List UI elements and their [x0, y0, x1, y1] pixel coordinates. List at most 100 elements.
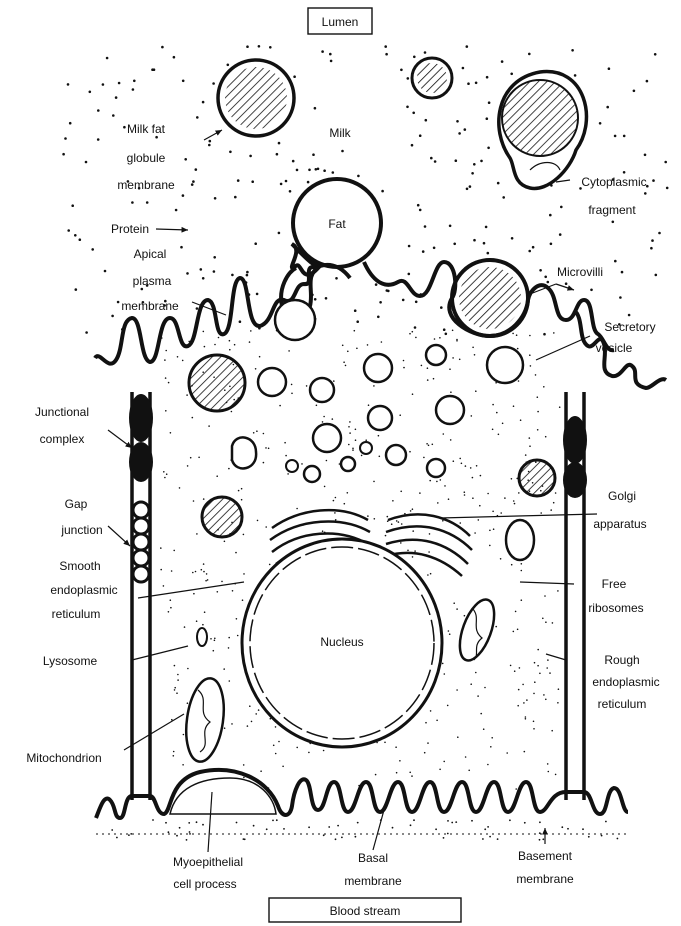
stipple-dot — [425, 722, 427, 724]
stipple-dot — [402, 299, 405, 302]
stipple-dot — [519, 667, 521, 669]
stipple-dot — [202, 277, 205, 280]
apical-plasma-membrane-label: Apical plasma membrane — [121, 247, 179, 313]
stipple-dot — [391, 523, 393, 525]
stipple-dot — [228, 647, 230, 649]
stipple-dot — [557, 702, 559, 704]
svg-text:Basal: Basal — [358, 851, 388, 865]
stipple-dot — [335, 497, 337, 499]
stipple-dot — [333, 380, 335, 382]
stipple-dot — [356, 348, 358, 350]
stipple-dot — [432, 444, 434, 446]
stipple-dot — [396, 520, 398, 522]
stipple-dot — [208, 425, 210, 427]
stipple-dot — [550, 243, 553, 246]
stipple-dot — [246, 274, 249, 277]
stipple-dot — [203, 563, 205, 565]
stipple-dot — [365, 439, 367, 441]
svg-text:endoplasmic: endoplasmic — [592, 675, 659, 689]
stipple-dot — [487, 493, 489, 495]
stipple-dot — [559, 233, 562, 236]
stipple-dot — [588, 836, 590, 838]
stipple-dot — [553, 332, 555, 334]
stipple-dot — [498, 434, 500, 436]
stipple-dot — [130, 833, 132, 835]
stipple-dot — [377, 316, 380, 319]
stipple-dot — [202, 624, 204, 626]
stipple-dot — [272, 820, 274, 822]
stipple-dot — [458, 132, 461, 135]
stipple-dot — [174, 687, 176, 689]
stipple-dot — [173, 56, 176, 59]
stipple-dot — [560, 206, 563, 209]
stipple-dot — [224, 541, 226, 543]
stipple-dot — [529, 354, 531, 356]
stipple-dot — [409, 772, 411, 774]
stipple-dot — [217, 591, 219, 593]
stipple-dot — [173, 751, 175, 753]
stipple-dot — [557, 590, 559, 592]
stipple-dot — [308, 826, 310, 828]
stipple-dot — [278, 741, 280, 743]
stipple-dot — [332, 171, 335, 174]
stipple-dot — [180, 246, 183, 249]
stipple-dot — [517, 629, 519, 631]
stipple-dot — [349, 421, 351, 423]
stipple-dot — [384, 45, 387, 48]
stipple-dot — [291, 393, 293, 395]
stipple-dot — [421, 365, 423, 367]
svg-text:membrane: membrane — [516, 872, 574, 886]
stipple-dot — [187, 668, 189, 670]
svg-text:Basement: Basement — [518, 849, 573, 863]
stipple-dot — [530, 365, 532, 367]
stipple-dot — [275, 753, 277, 755]
stipple-dot — [285, 180, 288, 183]
svg-text:globule: globule — [127, 151, 166, 165]
stipple-dot — [216, 475, 218, 477]
stipple-dot — [253, 432, 255, 434]
free-ribosomes-label: Free ribosomes — [588, 577, 643, 615]
lumen-label: Lumen — [322, 15, 359, 29]
stipple-dot — [448, 630, 450, 632]
stipple-dot — [182, 764, 184, 766]
stipple-dot — [477, 695, 479, 697]
stipple-dot — [544, 595, 546, 597]
stipple-dot — [526, 699, 528, 701]
stipple-dot — [347, 351, 349, 353]
stipple-dot — [525, 716, 527, 718]
stipple-dot — [590, 289, 593, 292]
stipple-dot — [492, 404, 494, 406]
stipple-dot — [186, 839, 188, 841]
microvilli-label: Microvilli — [557, 265, 603, 279]
stipple-dot — [429, 480, 431, 482]
stipple-dot — [623, 171, 626, 174]
stipple-dot — [409, 451, 411, 453]
svg-text:membrane: membrane — [117, 178, 175, 192]
stipple-dot — [175, 209, 178, 212]
stipple-dot — [308, 752, 310, 754]
stipple-dot — [447, 833, 449, 835]
stipple-dot — [343, 361, 345, 363]
stipple-dot — [574, 74, 577, 77]
stipple-dot — [444, 673, 446, 675]
stipple-dot — [263, 433, 265, 435]
stipple-dot — [182, 80, 185, 83]
stipple-dot — [221, 581, 223, 583]
svg-text:Milk fat: Milk fat — [127, 122, 166, 136]
stipple-dot — [447, 705, 449, 707]
stipple-dot — [419, 134, 422, 137]
stipple-dot — [208, 144, 211, 147]
stipple-dot — [152, 819, 154, 821]
stipple-dot — [464, 494, 466, 496]
stipple-dot — [322, 530, 324, 532]
stipple-dot — [335, 519, 337, 521]
stipple-dot — [515, 611, 517, 613]
stipple-dot — [247, 725, 249, 727]
stipple-dot — [497, 838, 499, 840]
stipple-dot — [528, 53, 531, 56]
stipple-dot — [71, 204, 74, 207]
stipple-dot — [571, 49, 574, 52]
stipple-dot — [91, 248, 94, 251]
stipple-dot — [427, 379, 429, 381]
nucleus-label: Nucleus — [320, 635, 363, 649]
